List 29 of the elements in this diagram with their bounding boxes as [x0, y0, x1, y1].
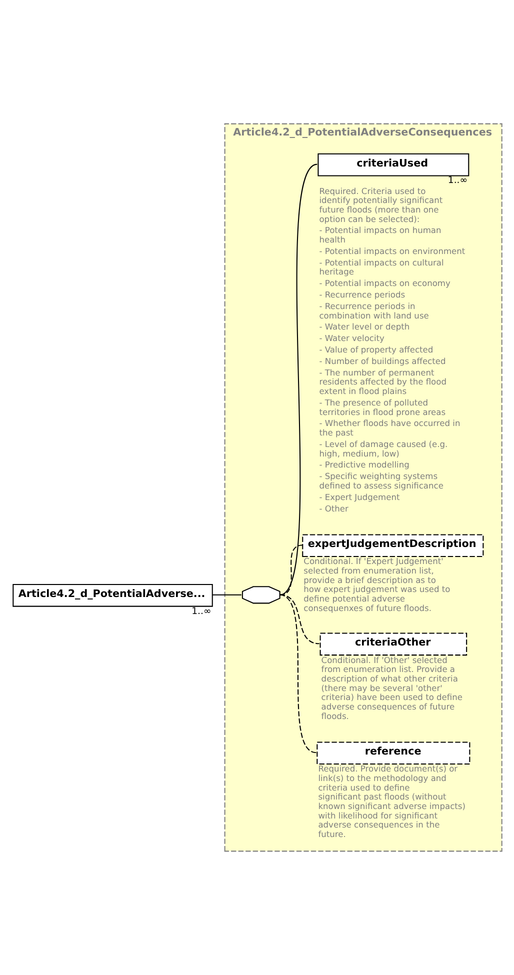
node-label: - Specific weighting systems defined to assess significance — [318, 471, 443, 490]
node-label: Conditional. If 'Other' selected from enumeration list. Provide a description of what other criteria (there may be several 'other' criteria) have been used to define adverse consequences of future floods. — [320, 654, 462, 721]
node-label: - Level of damage caused (e.g. high, medium, low) — [318, 438, 448, 458]
node-label: - Predictive modelling — [318, 460, 409, 470]
connector — [212, 594, 241, 596]
node-label: - Potential impacts on cultural heritage — [318, 257, 444, 277]
node-label: Required. Provide document(s) or link(s) to the methodology and criteria used to define significant past floods (without known significant adverse impacts) with likelihood for significant adverse consequences in the future. — [318, 764, 465, 840]
connector — [278, 164, 317, 596]
node-label: - Potential impacts on human health — [318, 225, 441, 245]
node-label: - Value of property affected — [318, 344, 433, 355]
node-label: - Recurrence periods — [318, 290, 405, 300]
node-label: - Whether floods have occurred in the past — [318, 418, 460, 438]
node-label: - The number of permanent residents affected by the flood extent in flood plains — [318, 367, 446, 396]
node-label: - Other — [318, 503, 348, 514]
connector — [279, 544, 302, 596]
node-label: - Potential impacts on economy — [318, 278, 450, 288]
node-label: 1..∞ — [447, 175, 468, 186]
node-label: 1..∞ — [191, 606, 211, 617]
node-label: - Potential impacts on environment — [318, 246, 465, 256]
node-label: Required. Criteria used to identify potentially significant future floods (more than one option can be selected): — [318, 186, 442, 224]
node-label: - Recurrence periods in combination with land use — [318, 300, 428, 320]
node-label: - The presence of polluted territories in flood prone areas — [318, 397, 446, 417]
node-octagon — [241, 586, 280, 604]
node-label: - Water level or depth — [318, 322, 410, 332]
node-label: - Expert Judgement — [318, 492, 400, 502]
node-label: Conditional. If 'Expert Judgement' selected from enumeration list, provide a brief description as to how expert judgement was used to define potential adverse consequenxes of future floods. — [303, 556, 450, 613]
connector — [279, 594, 316, 754]
node-label: - Water velocity — [318, 333, 384, 344]
node-label: - Number of buildings affected — [318, 356, 446, 366]
